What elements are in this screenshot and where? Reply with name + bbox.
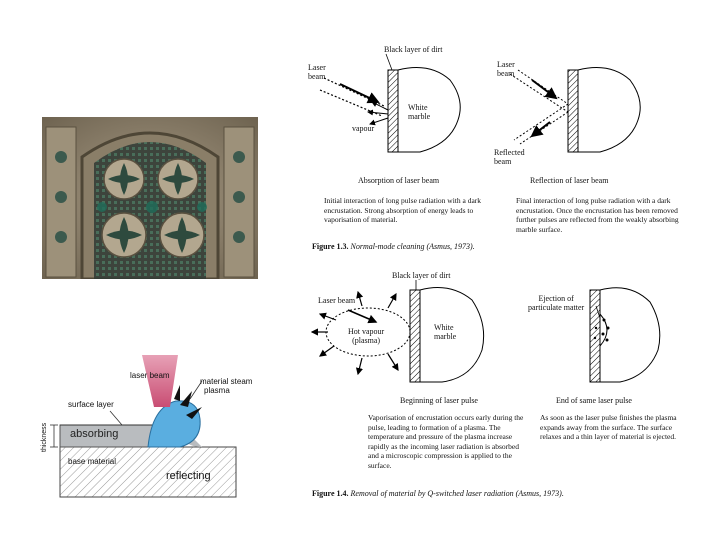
fig13-marble-label: White marble [408,103,431,121]
absorption-diagram [319,53,461,153]
fig14-right-subtitle: End of same laser pulse [556,396,632,405]
fig14-vapour-label: Hot vapour (plasma) [348,327,385,345]
fig14-laser-label: Laser beam [318,296,356,305]
fig13-right-laser-label: Laser beam [497,60,515,78]
schematic-material-steam-label: material steam [200,377,253,386]
fig13-right-subtitle: Reflection of laser beam [530,176,609,185]
fig13-right-description: Final interaction of long pulse radiatio… [516,196,679,234]
schematic-surface-layer-label: surface layer [68,400,114,409]
schematic-base-material-label: base material [68,457,117,466]
fig13-vapour-label: vapour [352,124,375,133]
figure-1-3-caption: Figure 1.3. Normal-mode cleaning (Asmus,… [312,242,475,251]
schematic-laser-beam-label: laser beam [130,371,170,380]
schematic-plasma-label: plasma [204,386,230,395]
figure-1-3-diagrams [319,53,641,153]
fig13-reflected-label: Reflected beam [494,148,525,166]
schematic-reflecting-label: reflecting [166,470,211,482]
laser-ablation-schematic [50,355,237,498]
figure-1-3-title: Normal-mode cleaning (Asmus, 1973). [350,242,475,251]
tracery-window-photo [42,117,258,279]
reflection-diagram [509,67,641,153]
fig14-left-description: Vaporisation of encrustation occurs earl… [368,413,524,470]
figure-1-4-number: Figure 1.4. [312,489,349,498]
ejection-diagram [589,287,661,383]
schematic-thickness-label: thickness [41,422,48,452]
fig13-dirt-label: Black layer of dirt [384,45,443,54]
figure-1-4-caption: Figure 1.4. Removal of material by Q-swi… [312,489,564,498]
fig14-right-description: As soon as the laser pulse finishes the … [540,413,677,441]
schematic-absorbing-label: absorbing [70,428,119,440]
figure-1-4-diagrams [310,280,661,383]
fig14-left-subtitle: Beginning of laser pulse [400,396,478,405]
fig13-laser-label: Laser beam [308,63,326,81]
fig13-left-description: Initial interaction of long pulse radiat… [324,196,482,224]
figure-1-3-number: Figure 1.3. [312,242,349,251]
fig13-left-subtitle: Absorption of laser beam [358,176,440,185]
fig14-marble-label: White marble [434,323,457,341]
plasma-diagram [310,280,485,383]
fig14-dirt-label: Black layer of dirt [392,271,451,280]
fig14-ejection-label: Ejection of particulate matter [528,294,585,312]
figure-1-4-title: Removal of material by Q-switched laser … [350,489,564,498]
